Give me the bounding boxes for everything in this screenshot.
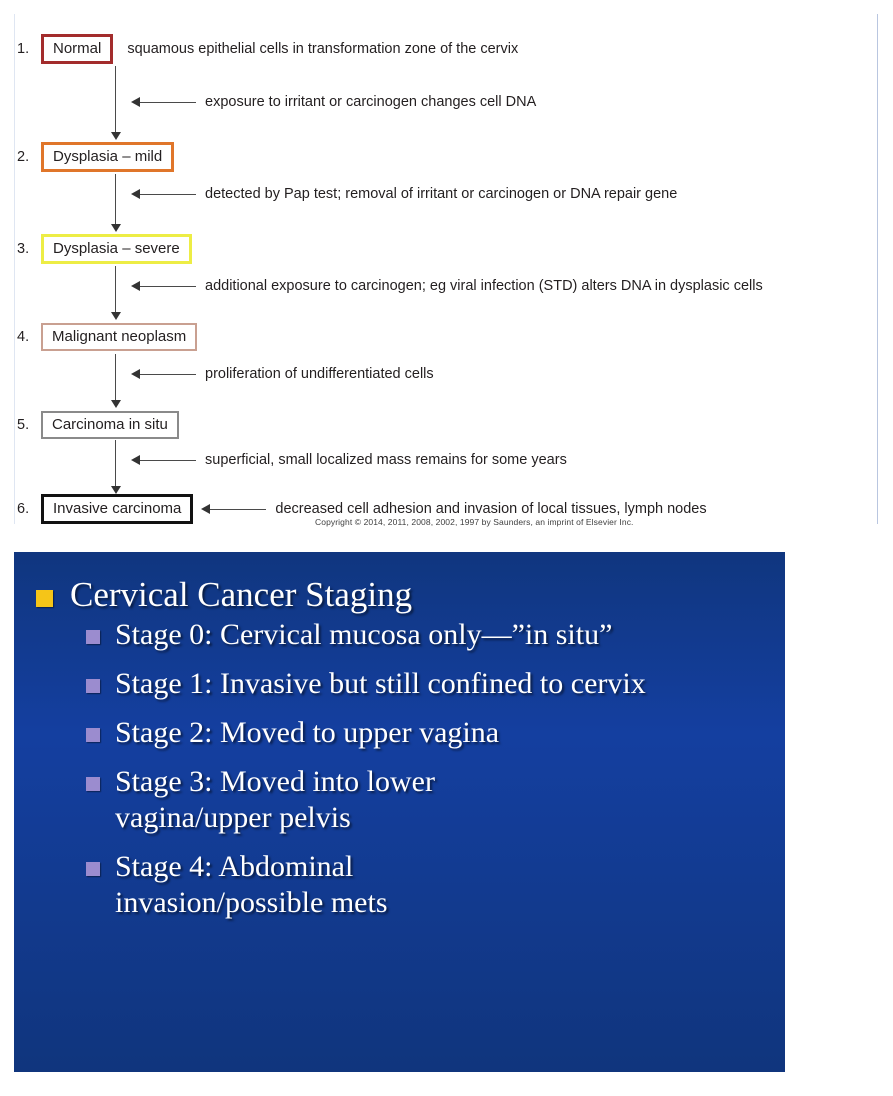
- step-number-4: 4.: [17, 329, 30, 345]
- list-item: Stage 0: Cervical mucosa only—”in situ”: [86, 617, 785, 653]
- arrowhead-left-5: [131, 455, 140, 465]
- annotation-line-2: [140, 193, 196, 195]
- arrowhead-left-3: [131, 281, 140, 291]
- connector-4-5: [115, 354, 116, 404]
- square-bullet-icon: [86, 630, 100, 645]
- square-bullet-icon: [86, 862, 100, 877]
- step-number-6: 6.: [17, 501, 30, 517]
- step-number-1: 1.: [17, 41, 30, 57]
- square-bullet-icon: [36, 590, 53, 607]
- annotation-line-3: [140, 285, 196, 287]
- step-box-invasive-carcinoma: Invasive carcinoma: [41, 494, 194, 524]
- list-item: Stage 4: Abdominal invasion/possible met…: [86, 849, 785, 921]
- step-box-malignant-neoplasm: Malignant neoplasm: [41, 323, 198, 351]
- flow-step-6: 6. Invasive carcinoma decreased cell adh…: [15, 492, 707, 526]
- arrowhead-left-6: [201, 504, 211, 514]
- connector-1-2: [115, 66, 116, 134]
- annotation-row-5: superficial, small localized mass remain…: [131, 450, 567, 470]
- arrowhead-down-2: [111, 224, 121, 232]
- annotation-line-1: [140, 101, 196, 103]
- connector-2-3: [115, 174, 116, 230]
- bullet-text-stage-3: Stage 3: Moved into lower vagina/upper p…: [115, 765, 435, 835]
- flow-step-3: 3. Dysplasia – severe: [15, 232, 192, 266]
- slide-title: Cervical Cancer Staging: [70, 575, 413, 614]
- step-number-2: 2.: [17, 149, 30, 165]
- step-number-3: 3.: [17, 241, 30, 257]
- list-item: Stage 3: Moved into lower vagina/upper p…: [86, 764, 785, 836]
- bullet-text-stage-4: Stage 4: Abdominal invasion/possible met…: [115, 850, 388, 920]
- list-item: Stage 2: Moved to upper vagina: [86, 715, 785, 751]
- cervical-carcinogenesis-figure: 1. Normal squamous epithelial cells in t…: [0, 0, 893, 532]
- annotation-text-5: superficial, small localized mass remain…: [205, 452, 567, 468]
- arrowhead-down-5: [111, 486, 121, 494]
- square-bullet-icon: [86, 728, 100, 743]
- cervical-cancer-staging-slide: Cervical Cancer Staging Stage 0: Cervica…: [14, 552, 785, 1072]
- annotation-row-1: exposure to irritant or carcinogen chang…: [131, 92, 536, 112]
- step-box-dysplasia-severe: Dysplasia – severe: [41, 234, 192, 264]
- slide-title-row: Cervical Cancer Staging: [14, 568, 785, 615]
- figure-copyright: Copyright © 2014, 2011, 2008, 2002, 1997…: [315, 517, 634, 527]
- annotation-text-3: additional exposure to carcinogen; eg vi…: [205, 278, 763, 294]
- bullet-text-stage-2: Stage 2: Moved to upper vagina: [115, 716, 500, 750]
- arrowhead-left-2: [131, 189, 140, 199]
- flow-step-2: 2. Dysplasia – mild: [15, 140, 175, 174]
- slide-bullet-list: Stage 0: Cervical mucosa only—”in situ” …: [14, 615, 785, 921]
- annotation-line-4: [140, 373, 196, 375]
- arrowhead-down-1: [111, 132, 121, 140]
- annotation-row-2: detected by Pap test; removal of irritan…: [131, 184, 677, 204]
- square-bullet-icon: [86, 777, 100, 792]
- step-box-normal: Normal: [41, 34, 114, 64]
- figure-inner-frame: 1. Normal squamous epithelial cells in t…: [14, 14, 878, 527]
- connector-5-6: [115, 440, 116, 490]
- flow-step-1: 1. Normal squamous epithelial cells in t…: [15, 32, 518, 66]
- connector-3-4: [115, 266, 116, 316]
- annotation-line-5: [140, 459, 196, 461]
- annotation-text-4: proliferation of undifferentiated cells: [205, 366, 434, 382]
- arrowhead-left-4: [131, 369, 140, 379]
- flow-step-5: 5. Carcinoma in situ: [15, 408, 179, 442]
- annotation-text-1: exposure to irritant or carcinogen chang…: [205, 94, 537, 110]
- annotation-text-2: detected by Pap test; removal of irritan…: [205, 186, 678, 202]
- annotation-line-6: [210, 508, 267, 510]
- annotation-text-6: decreased cell adhesion and invasion of …: [275, 501, 707, 517]
- annotation-row-4: proliferation of undifferentiated cells: [131, 364, 434, 384]
- step-box-carcinoma-in-situ: Carcinoma in situ: [41, 411, 179, 439]
- bullet-text-stage-1: Stage 1: Invasive but still confined to …: [115, 667, 646, 701]
- flow-step-4: 4. Malignant neoplasm: [15, 320, 198, 354]
- square-bullet-icon: [86, 679, 100, 694]
- arrowhead-down-3: [111, 312, 121, 320]
- annotation-row-3: additional exposure to carcinogen; eg vi…: [131, 276, 763, 296]
- bullet-text-stage-0: Stage 0: Cervical mucosa only—”in situ”: [115, 618, 613, 652]
- list-item: Stage 1: Invasive but still confined to …: [86, 666, 785, 702]
- step-number-5: 5.: [17, 417, 30, 433]
- arrowhead-left-1: [131, 97, 140, 107]
- step-note-normal: squamous epithelial cells in transformat…: [127, 41, 519, 57]
- arrowhead-down-4: [111, 400, 121, 408]
- step-box-dysplasia-mild: Dysplasia – mild: [41, 142, 175, 172]
